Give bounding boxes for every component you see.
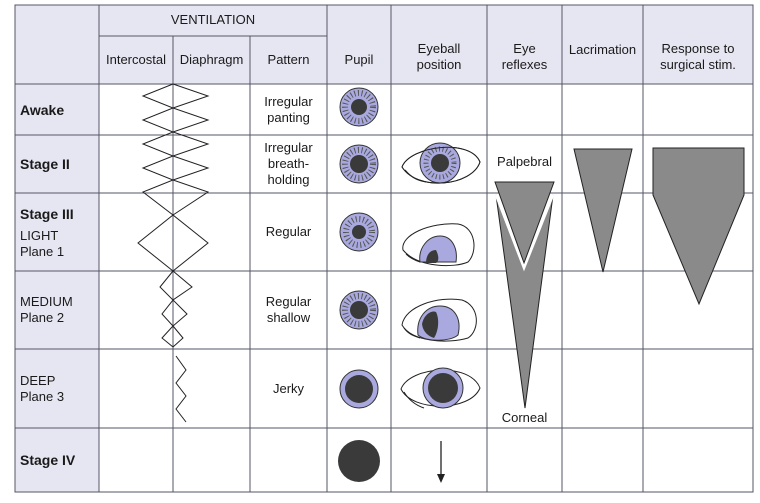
pupil-icon: [339, 290, 379, 330]
surgical-response-header: Response to surgical stim.: [643, 30, 753, 84]
eye-reflexes-header: Eye reflexes: [487, 30, 562, 84]
diaphragm-zigzag-light: [171, 83, 210, 272]
pupil-icon: [338, 440, 380, 482]
lacrimation-triangle: [573, 148, 633, 273]
eye-reflex-triangles: [494, 181, 555, 409]
pupil-icon: [339, 87, 379, 127]
medium-label-line2: Plane 2: [20, 310, 65, 325]
ventilation-zigzags: [137, 83, 210, 423]
surgical-response-header-line2: surgical stim.: [660, 57, 736, 72]
medium-label-line1: MEDIUM: [20, 294, 73, 309]
diaphragm-header: Diaphragm: [179, 52, 244, 67]
pattern-stage3: Regular: [265, 224, 312, 239]
stage-3-light-label: LIGHT: [20, 228, 59, 243]
deep-plane-label: DEEP Plane 3: [20, 349, 98, 428]
eyeball-position-icon: [401, 298, 477, 342]
eye-reflexes-header-line1: Eye: [513, 41, 536, 56]
eyeball-position-header: Eyeball position: [391, 30, 487, 84]
header-background: [15, 5, 753, 84]
medium-plane-label: MEDIUM Plane 2: [20, 271, 98, 349]
intercostal-zigzag-medium: [159, 270, 174, 348]
pattern-medium: Regular shallow: [250, 271, 327, 349]
arrow-down-icon: [437, 441, 445, 483]
eye-reflexes-header-line2: reflexes: [501, 57, 548, 72]
table-grid: [14, 4, 754, 493]
pattern-stage2-line3: holding: [267, 172, 310, 187]
eyeball-position-icon: [401, 142, 481, 184]
stage-awake-label: Awake: [20, 101, 65, 118]
deep-label-line2: Plane 3: [20, 388, 65, 404]
pupil-icon: [339, 369, 379, 409]
eyeball-position-icon: [402, 223, 475, 267]
palpebral-label: Palpebral: [497, 154, 552, 169]
pattern-medium-line2: shallow: [266, 310, 311, 325]
pattern-awake: Irregular panting: [250, 84, 327, 135]
lacrimation-header: Lacrimation: [568, 42, 637, 57]
pattern-awake-line1: Irregular: [264, 93, 313, 109]
pattern-stage2: Irregular breath- holding: [250, 135, 327, 193]
diaphragm-zigzag-deep: [175, 355, 187, 423]
stage-3-block: Stage III LIGHT Plane 1: [20, 206, 98, 260]
surgical-response-shape: [652, 147, 745, 306]
pattern-deep: Jerky: [272, 380, 305, 396]
pupil-icons: [338, 87, 380, 482]
stage-2-label: Stage II: [20, 156, 70, 172]
pupil-header: Pupil: [344, 52, 374, 67]
stage-3-plane1-label: Plane 1: [20, 244, 65, 259]
eyeball-header-line1: Eyeball: [417, 41, 461, 56]
pattern-awake-line2: panting: [267, 109, 310, 125]
surgical-response-header-line1: Response to: [661, 41, 735, 56]
pupil-icon: [339, 212, 379, 252]
pattern-stage2-line2: breath-: [267, 156, 310, 171]
diaphragm-zigzag-medium: [172, 270, 193, 348]
deep-label-line1: DEEP: [20, 372, 56, 388]
eyeball-header-line2: position: [416, 57, 462, 72]
palpebral-reflex-triangle: [494, 181, 555, 265]
eyeball-position-icon: [400, 367, 481, 409]
intercostal-zigzag: [137, 83, 175, 272]
eyeball-icons: [400, 142, 481, 483]
pattern-medium-line1: Regular: [265, 294, 312, 309]
pattern-stage2-line1: Irregular: [264, 140, 313, 155]
stage-4-label: Stage IV: [20, 452, 76, 468]
stage-column-background: [15, 84, 99, 492]
stage-3-label: Stage III: [20, 206, 74, 222]
pattern-header: Pattern: [267, 52, 310, 67]
intercostal-header: Intercostal: [106, 52, 166, 67]
ventilation-header: VENTILATION: [170, 12, 256, 27]
corneal-label: Corneal: [501, 410, 548, 425]
pupil-icon: [339, 144, 379, 184]
